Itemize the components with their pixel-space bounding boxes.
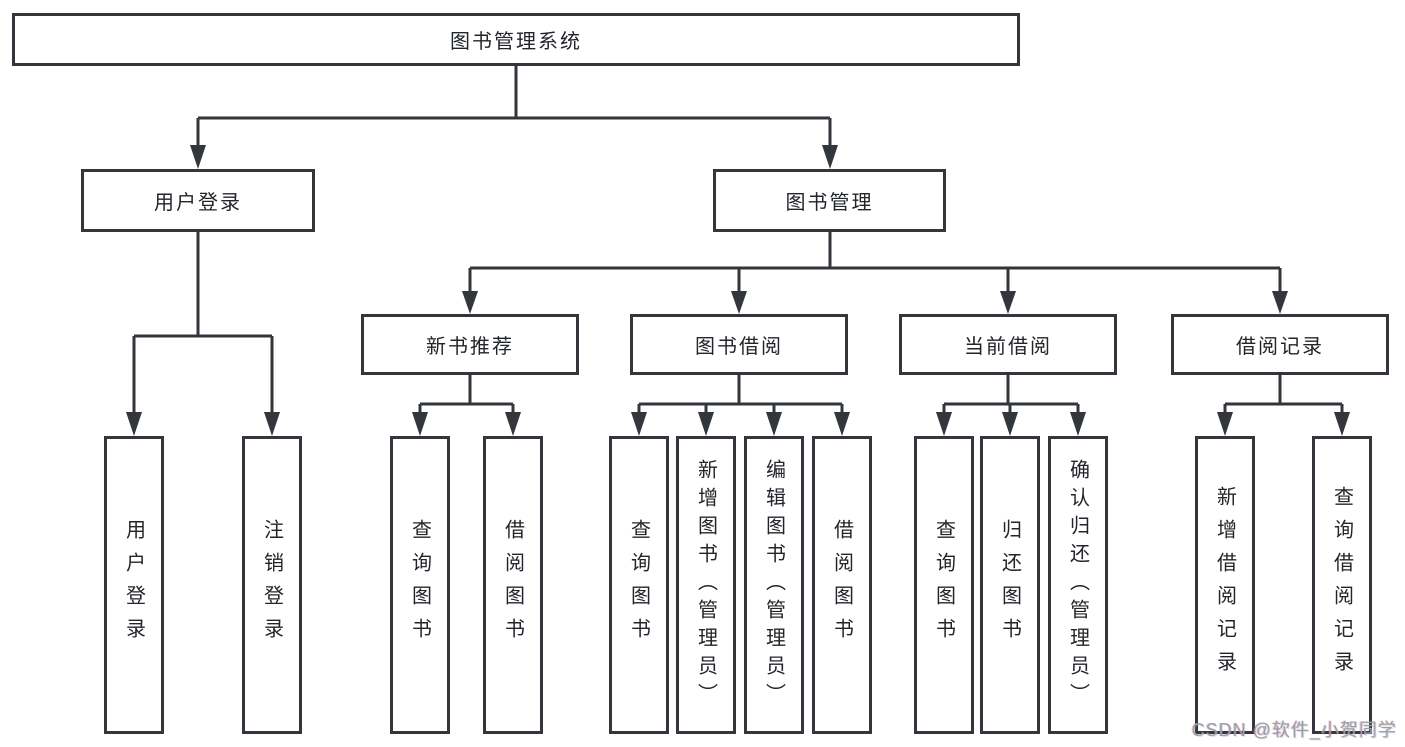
leaf-query-books-recommend: 查询图书 (390, 436, 450, 734)
node-current-borrowing: 当前借阅 (899, 314, 1117, 375)
arrow-down-icon (822, 145, 838, 169)
arrow-down-icon (190, 145, 206, 169)
node-book-borrowing: 图书借阅 (630, 314, 848, 375)
leaf-query-borrow-record: 查询借阅记录 (1312, 436, 1372, 734)
arrow-down-icon (1272, 291, 1288, 314)
leaf-return-books: 归还图书 (980, 436, 1040, 734)
arrow-down-icon (698, 412, 714, 436)
arrow-down-icon (631, 412, 647, 436)
arrow-down-icon (1070, 412, 1086, 436)
arrow-down-icon (936, 412, 952, 436)
arrow-down-icon (1334, 412, 1350, 436)
arrow-down-icon (264, 412, 280, 436)
node-borrowing-records: 借阅记录 (1171, 314, 1389, 375)
arrow-down-icon (731, 291, 747, 314)
arrow-down-icon (766, 412, 782, 436)
node-library-management-system: 图书管理系统 (12, 13, 1020, 66)
arrow-down-icon (462, 291, 478, 314)
leaf-query-books-current: 查询图书 (914, 436, 974, 734)
leaf-borrow-books: 借阅图书 (812, 436, 872, 734)
arrow-down-icon (1002, 412, 1018, 436)
node-user-login: 用户登录 (81, 169, 315, 232)
node-new-book-recommendation: 新书推荐 (361, 314, 579, 375)
arrow-down-icon (412, 412, 428, 436)
leaf-confirm-return-admin: 确认归还（管理员） (1048, 436, 1108, 734)
arrow-down-icon (126, 412, 142, 436)
leaf-add-book-admin: 新增图书（管理员） (676, 436, 736, 734)
leaf-edit-book-admin: 编辑图书（管理员） (744, 436, 804, 734)
leaf-borrow-books-recommend: 借阅图书 (483, 436, 543, 734)
csdn-watermark: CSDN @软件_小贺同学 (1191, 720, 1397, 740)
leaf-logout: 注销登录 (242, 436, 302, 734)
leaf-add-borrow-record: 新增借阅记录 (1195, 436, 1255, 734)
arrow-down-icon (834, 412, 850, 436)
arrow-down-icon (505, 412, 521, 436)
leaf-user-login: 用户登录 (104, 436, 164, 734)
arrow-down-icon (1000, 291, 1016, 314)
node-book-management: 图书管理 (713, 169, 946, 232)
leaf-query-books-borrowing: 查询图书 (609, 436, 669, 734)
arrow-down-icon (1217, 412, 1233, 436)
